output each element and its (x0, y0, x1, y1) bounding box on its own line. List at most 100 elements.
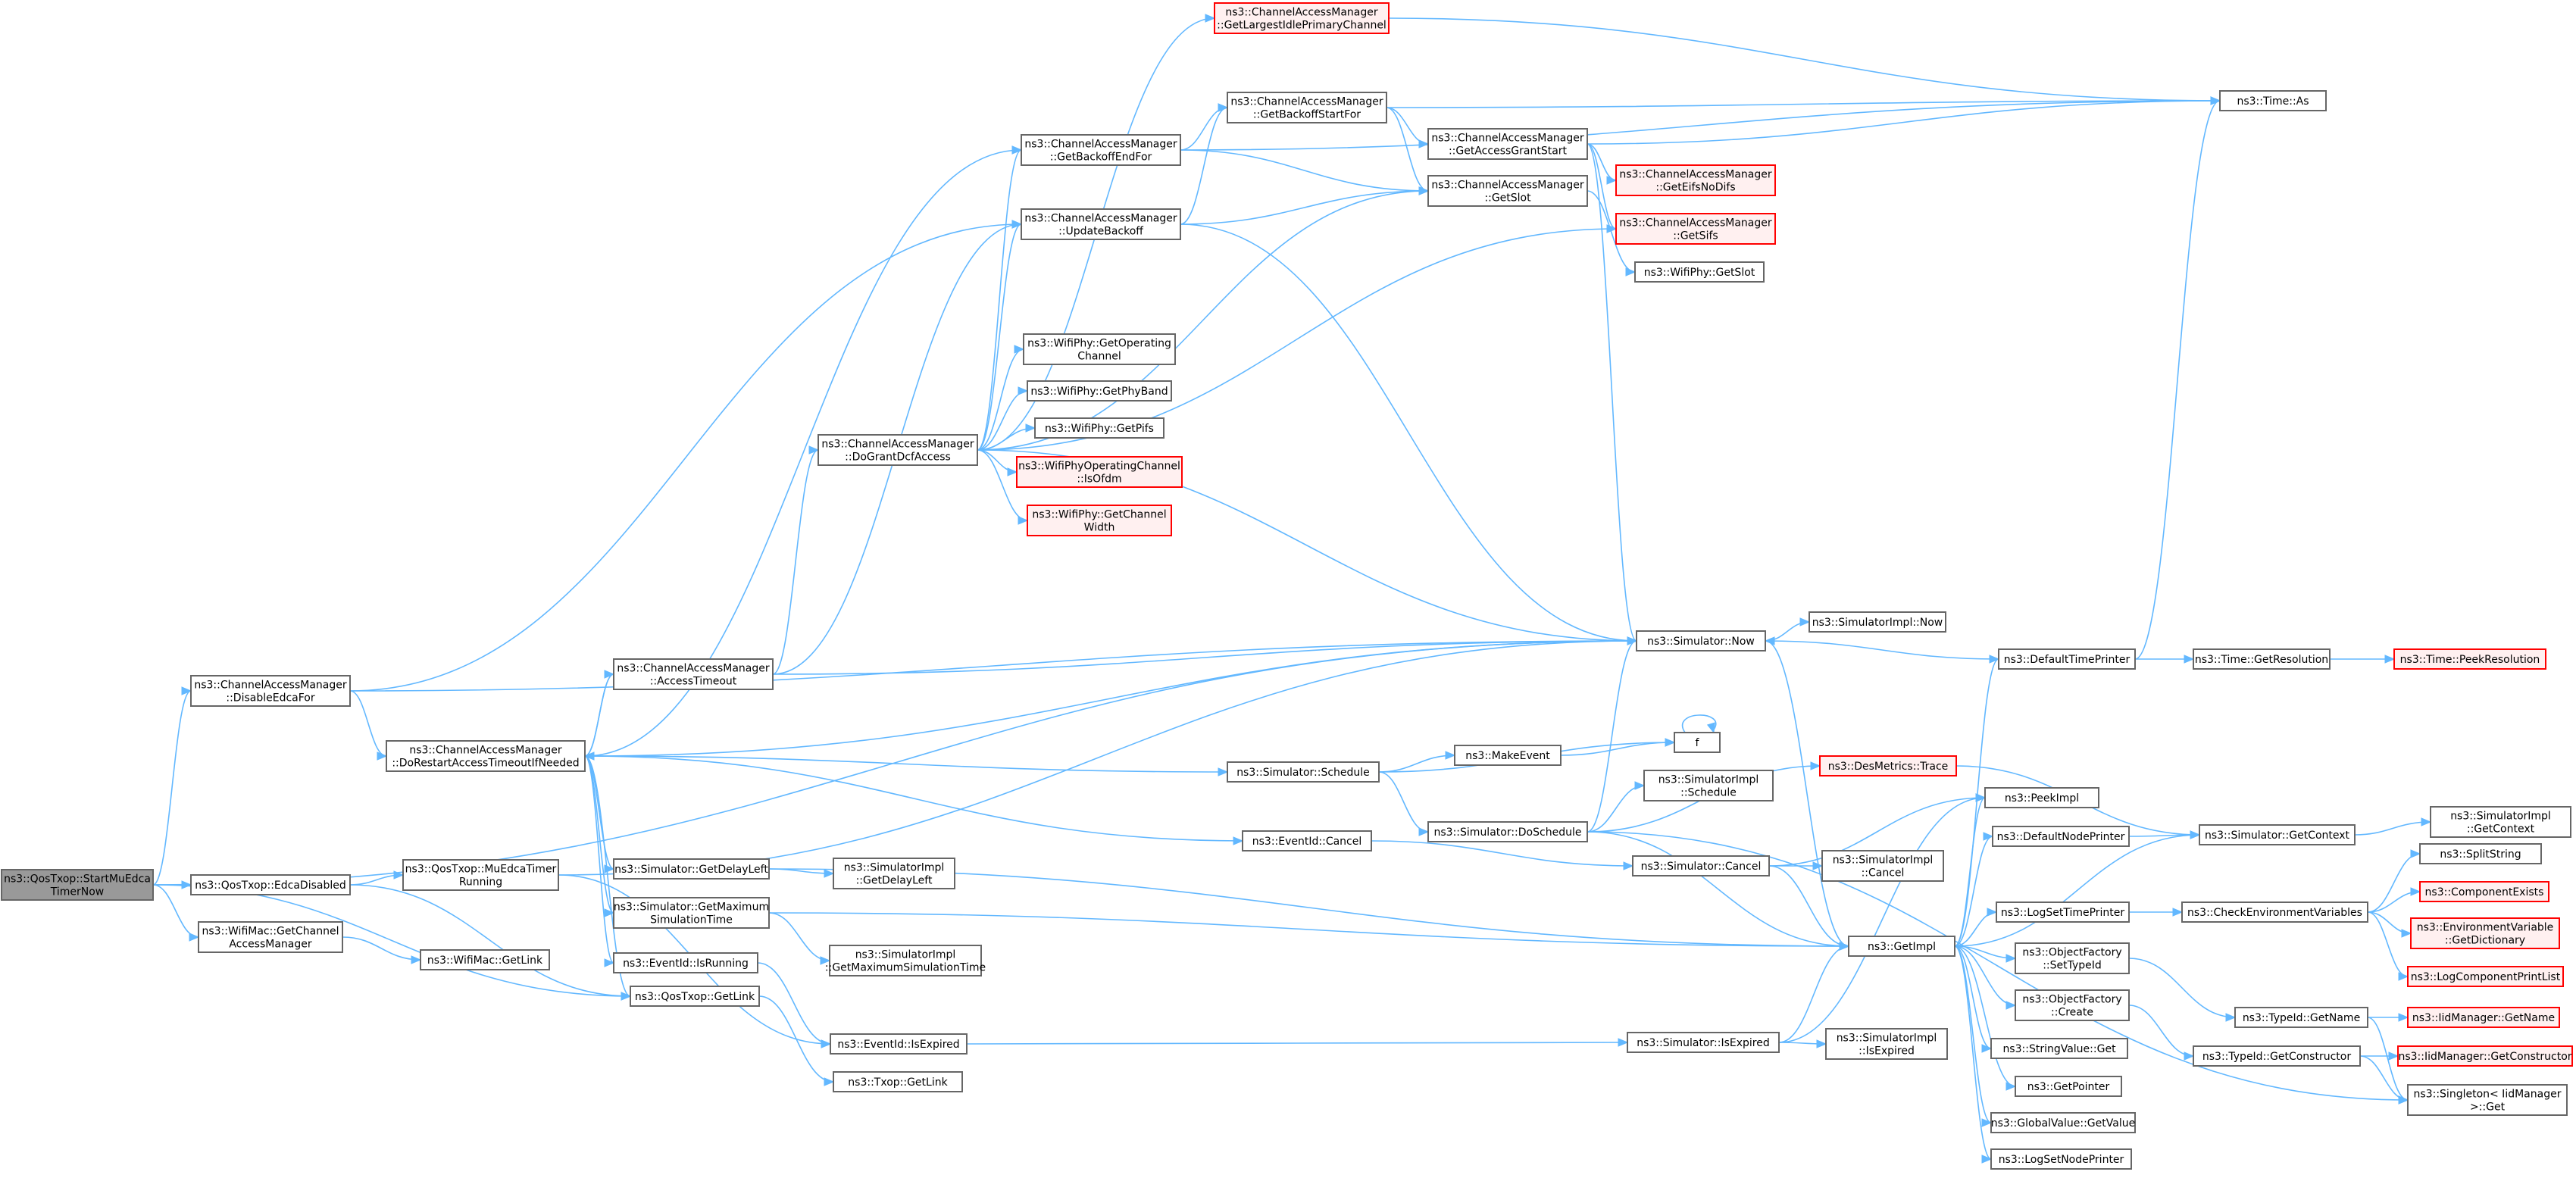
edge-line (1954, 658, 1999, 947)
node-doGrant[interactable]: ns3::ChannelAccessManager::DoGrantDcfAcc… (818, 434, 978, 466)
node-phyGetPifs[interactable]: ns3::WifiPhy::GetPifs (1034, 417, 1165, 439)
node-simImplSchedule[interactable]: ns3::SimulatorImpl::Schedule (1643, 770, 1774, 801)
node-edcaDisabled[interactable]: ns3::QosTxop::EdcaDisabled (190, 874, 351, 895)
node-simImplNow[interactable]: ns3::SimulatorImpl::Now (1809, 611, 1946, 633)
node-box (1990, 1148, 2132, 1170)
node-label: ns3::WifiPhyOperatingChannel (1018, 461, 1180, 473)
node-isOfdm[interactable]: ns3::WifiPhyOperatingChannel::IsOfdm (1016, 456, 1183, 488)
node-logSetTimePrinter[interactable]: ns3::LogSetTimePrinter (1996, 901, 2130, 923)
node-simImplCancel[interactable]: ns3::SimulatorImpl::Cancel (1821, 850, 1944, 882)
node-simNow[interactable]: ns3::Simulator::Now (1636, 630, 1766, 651)
node-envGetDict[interactable]: ns3::EnvironmentVariable::GetDictionary (2410, 917, 2560, 949)
node-timeAs[interactable]: ns3::Time::As (2219, 90, 2327, 111)
node-desMetricsTrace[interactable]: ns3::DesMetrics::Trace (1819, 755, 1957, 776)
node-label: ns3::ChannelAccessManager (1230, 96, 1383, 108)
node-accessTimeout[interactable]: ns3::ChannelAccessManager::AccessTimeout (613, 658, 774, 690)
node-wifiMacGetLink[interactable]: ns3::WifiMac::GetLink (420, 949, 550, 970)
edge-line (758, 995, 834, 1083)
node-simGetContext[interactable]: ns3::Simulator::GetContext (2199, 824, 2356, 845)
node-qosGetLink[interactable]: ns3::QosTxop::GetLink (630, 986, 760, 1007)
node-getEifsNoDifs[interactable]: ns3::ChannelAccessManager::GetEifsNoDifs (1615, 164, 1776, 196)
node-makeEvent[interactable]: ns3::MakeEvent (1454, 745, 1562, 766)
node-getResolution[interactable]: ns3::Time::GetResolution (2193, 648, 2331, 670)
node-updateBackoff[interactable]: ns3::ChannelAccessManager::UpdateBackoff (1021, 208, 1181, 240)
node-label: ns3::LogSetTimePrinter (2001, 907, 2125, 919)
node-singletonGet[interactable]: ns3::Singleton< IidManager>::Get (2407, 1084, 2568, 1116)
edge-getImpl-to-stringValueGet (1954, 945, 1993, 1053)
edge-doGrant-to-phyGetOpCh (977, 345, 1025, 451)
node-getAccessGrantStart[interactable]: ns3::ChannelAccessManager::GetAccessGran… (1427, 128, 1588, 160)
node-ofSetTypeId[interactable]: ns3::ObjectFactory::SetTypeId (2015, 942, 2130, 974)
node-checkEnv[interactable]: ns3::CheckEnvironmentVariables (2181, 901, 2368, 923)
node-box (1227, 761, 1380, 783)
node-stringValueGet[interactable]: ns3::StringValue::Get (1990, 1038, 2128, 1059)
node-box (2397, 1045, 2573, 1067)
node-eventIdCancel[interactable]: ns3::EventId::Cancel (1242, 830, 1372, 851)
node-label: ns3::EventId::Cancel (1252, 836, 1362, 848)
node-label: ns3::ChannelAccessManager (1619, 169, 1772, 181)
node-simImplGetContext[interactable]: ns3::SimulatorImpl::GetContext (2430, 806, 2571, 838)
node-disableEdcaFor[interactable]: ns3::ChannelAccessManager::DisableEdcaFo… (190, 675, 351, 707)
node-getDelayLeft[interactable]: ns3::Simulator::GetDelayLeft (613, 858, 770, 880)
node-label: ::GetAccessGrantStart (1449, 145, 1568, 158)
node-iidGetName[interactable]: ns3::IidManager::GetName (2407, 1007, 2560, 1028)
edge-root-to-simNow (152, 636, 1638, 886)
node-box (190, 874, 351, 895)
node-eventIdIsRunning[interactable]: ns3::EventId::IsRunning (613, 952, 758, 973)
node-getBackoffEndFor[interactable]: ns3::ChannelAccessManager::GetBackoffEnd… (1021, 134, 1181, 166)
node-splitString[interactable]: ns3::SplitString (2419, 843, 2542, 864)
node-getSifs[interactable]: ns3::ChannelAccessManager::GetSifs (1615, 213, 1776, 245)
node-simIsExpired[interactable]: ns3::Simulator::IsExpired (1627, 1032, 1780, 1053)
node-f[interactable]: f (1674, 732, 1721, 753)
node-simDoSchedule[interactable]: ns3::Simulator::DoSchedule (1427, 821, 1588, 842)
node-simImplGetMax[interactable]: ns3::SimulatorImpl::GetMaximumSimulation… (825, 945, 986, 976)
node-simImplGetDelayLeft[interactable]: ns3::SimulatorImpl::GetDelayLeft (833, 858, 955, 889)
node-box (1615, 213, 1776, 245)
node-label: ns3::TypeId::GetName (2243, 1012, 2360, 1024)
node-txopGetLink[interactable]: ns3::Txop::GetLink (833, 1071, 963, 1092)
node-defaultNodePrinter[interactable]: ns3::DefaultNodePrinter (1992, 826, 2130, 847)
node-simSchedule[interactable]: ns3::Simulator::Schedule (1227, 761, 1380, 783)
node-getMaxSimTime[interactable]: ns3::Simulator::GetMaximumSimulationTime (613, 897, 770, 929)
edge-arrowhead (1706, 722, 1715, 734)
node-getBackoffStartFor[interactable]: ns3::ChannelAccessManager::GetBackoffSta… (1227, 92, 1387, 123)
node-eventIdIsExpired[interactable]: ns3::EventId::IsExpired (830, 1033, 968, 1055)
node-getPointer[interactable]: ns3::GetPointer (2015, 1076, 2122, 1097)
node-peekResolution[interactable]: ns3::Time::PeekResolution (2393, 648, 2546, 670)
node-label: ::Schedule (1680, 787, 1737, 799)
node-simCancel[interactable]: ns3::Simulator::Cancel (1632, 855, 1770, 876)
edge-getDelayLeft-to-simImplGetDelayLeft (768, 868, 835, 878)
node-defaultTimePrinter[interactable]: ns3::DefaultTimePrinter (1998, 648, 2136, 670)
node-logSetNodePrinter[interactable]: ns3::LogSetNodePrinter (1990, 1148, 2132, 1170)
edge-arrowhead (1810, 761, 1821, 770)
node-getImpl[interactable]: ns3::GetImpl (1848, 936, 1955, 957)
node-simImplIsExpired[interactable]: ns3::SimulatorImpl::IsExpired (1825, 1028, 1948, 1060)
node-ofCreate[interactable]: ns3::ObjectFactory::Create (2015, 989, 2130, 1021)
node-label: ::Cancel (1862, 867, 1905, 880)
edge-defaultTimePrinter-to-getResolution (2135, 655, 2195, 664)
node-doRestart[interactable]: ns3::ChannelAccessManager::DoRestartAcce… (386, 740, 586, 772)
node-iidGetCtor[interactable]: ns3::IidManager::GetConstructor (2397, 1045, 2573, 1067)
node-typeIdGetName[interactable]: ns3::TypeId::GetName (2234, 1007, 2368, 1028)
node-logCompPrintList[interactable]: ns3::LogComponentPrintList (2407, 966, 2564, 987)
node-getSlot[interactable]: ns3::ChannelAccessManager::GetSlot (1427, 175, 1588, 207)
node-typeIdGetCtor[interactable]: ns3::TypeId::GetConstructor (2193, 1045, 2361, 1067)
node-componentExists[interactable]: ns3::ComponentExists (2419, 881, 2549, 902)
node-phyGetSlot[interactable]: ns3::WifiPhy::GetSlot (1634, 261, 1765, 283)
edge-line (584, 673, 614, 757)
node-globalValueGet[interactable]: ns3::GlobalValue::GetValue (1990, 1112, 2136, 1133)
edge-accessTimeout-to-doGrant (772, 445, 820, 675)
node-getLargestIdle[interactable]: ns3::ChannelAccessManager::GetLargestIdl… (1214, 2, 1390, 34)
edge-line (1587, 143, 1637, 642)
node-peekImpl[interactable]: ns3::PeekImpl (1984, 787, 2099, 808)
node-label: ns3::Simulator::IsExpired (1637, 1037, 1770, 1049)
node-label: ns3::SplitString (2440, 848, 2521, 861)
edge-line (1371, 840, 1633, 867)
node-box (2234, 1007, 2368, 1028)
node-phyGetPhyBand[interactable]: ns3::WifiPhy::GetPhyBand (1027, 380, 1172, 402)
